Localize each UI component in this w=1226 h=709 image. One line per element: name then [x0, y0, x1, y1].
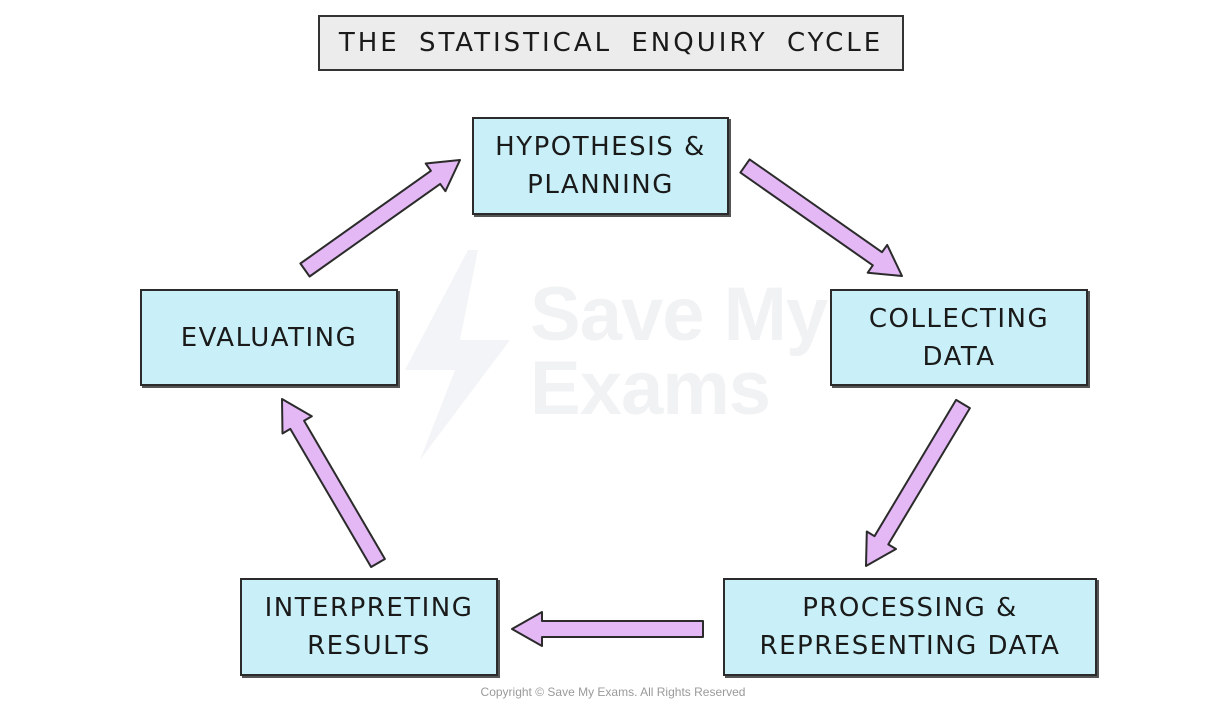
watermark-line-2: Exams	[530, 346, 771, 431]
stage-hypothesis-planning: HYPOTHESIS & PLANNING	[472, 117, 729, 215]
stage-collecting-data: COLLECTING DATA	[830, 289, 1088, 386]
stage-label-line: DATA	[922, 341, 996, 372]
stage-label-line: RESULTS	[307, 631, 431, 661]
stage-label-line: COLLECTING	[868, 303, 1050, 334]
arrow-hypothesis-to-collecting	[739, 158, 903, 277]
copyright-footer: Copyright © Save My Exams. All Rights Re…	[480, 685, 746, 699]
stage-interpreting-results: INTERPRETING RESULTS	[240, 578, 498, 676]
stage-label-line: PLANNING	[527, 170, 674, 200]
stage-processing-representing-data: PROCESSING & REPRESENTING DATA	[723, 578, 1097, 676]
stage-label-line: INTERPRETING	[264, 593, 474, 623]
arrow-interpreting-to-evaluating	[281, 398, 386, 568]
diagram-title: THE STATISTICAL ENQUIRY CYCLE	[318, 15, 904, 71]
stage-label-line: PROCESSING &	[802, 593, 1018, 623]
watermark: Save My Exams	[530, 272, 828, 431]
watermark-line-1: Save My	[530, 272, 828, 357]
stage-evaluating: EVALUATING	[140, 289, 398, 386]
arrow-evaluating-to-hypothesis	[299, 159, 461, 278]
arrow-collecting-to-processing	[865, 398, 971, 567]
stage-label-line: HYPOTHESIS &	[495, 132, 706, 162]
stage-label-line: REPRESENTING DATA	[759, 631, 1061, 661]
arrow-processing-to-interpreting	[511, 611, 704, 647]
stage-label-line: EVALUATING	[180, 322, 358, 353]
